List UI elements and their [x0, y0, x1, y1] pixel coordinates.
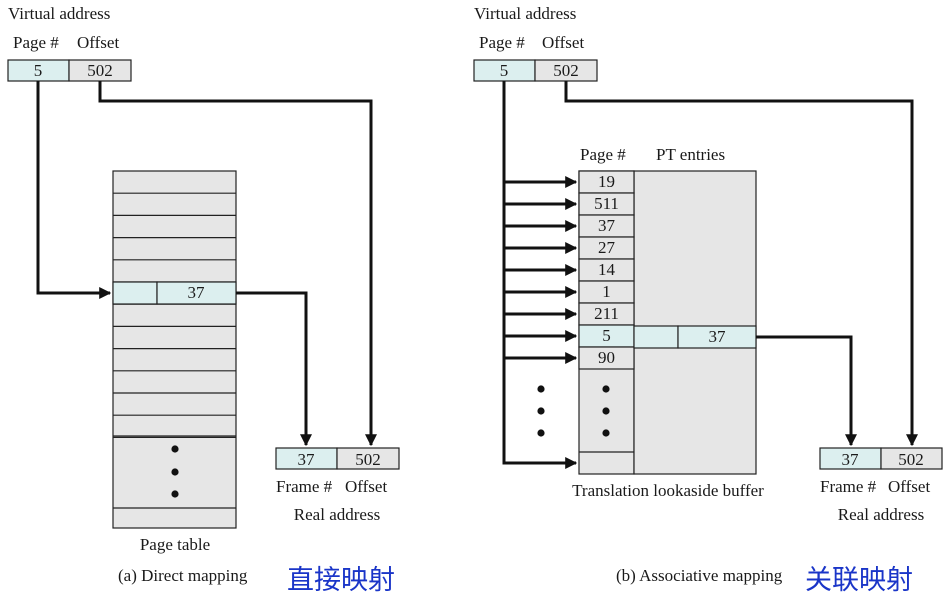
assoc-page-header: Page #: [479, 33, 525, 52]
tlb-compare-arrows: [504, 176, 578, 364]
tlb-rows: 19 511 37 27 14 1 211 5 90: [578, 170, 635, 370]
tlb-page-value: 1: [602, 282, 611, 301]
tlb-label: Translation lookaside buffer: [572, 481, 764, 500]
tlb-page-value: 211: [594, 304, 619, 323]
assoc-caption: (b) Associative mapping: [616, 566, 783, 585]
assoc-virtual-address-register: 5 502: [473, 59, 598, 82]
direct-real-address-label: Real address: [294, 505, 380, 524]
assoc-virtual-address-label: Virtual address: [474, 4, 576, 23]
direct-real-frame-value: 37: [298, 450, 316, 469]
tlb-page-value: 37: [598, 216, 616, 235]
assoc-frame-label: Frame #: [820, 477, 877, 496]
direct-real-offset-label: Offset: [345, 477, 387, 496]
translation-lookaside-buffer: 19 511 37 27 14 1 211 5 90 37: [578, 170, 757, 475]
page-table-ellipsis-dot: [171, 490, 179, 498]
page-table-ellipsis-dot: [171, 468, 179, 476]
assoc-real-address-register: 37 502: [819, 447, 943, 470]
tlb-entries-column: [633, 170, 757, 475]
tlb-ellipsis-dot: [602, 385, 610, 393]
tlb-matched-frame-value: 37: [709, 327, 727, 346]
assoc-offset-arrow: [564, 81, 918, 447]
arrow-ellipsis-dot: [537, 429, 545, 437]
assoc-real-offset-field: [880, 447, 943, 470]
assoc-cjk-caption: 关联映射: [805, 565, 913, 596]
tlb-page-value: 27: [598, 238, 616, 257]
arrow-ellipsis-dot: [537, 385, 545, 393]
direct-virtual-address-label: Virtual address: [8, 4, 110, 23]
assoc-real-address-label: Real address: [838, 505, 924, 524]
tlb-page-value: 90: [598, 348, 615, 367]
assoc-offset-header: Offset: [542, 33, 584, 52]
associative-mapping-panel: Virtual address Page # Offset 5 502 Page…: [473, 4, 943, 596]
page-table-label: Page table: [140, 535, 210, 554]
page-table-row-dividers: [113, 192, 236, 509]
direct-offset-value: 502: [87, 61, 113, 80]
assoc-page-number-arrow: [502, 81, 578, 469]
direct-real-offset-field: [336, 447, 400, 470]
page-table-entry-flags: [112, 281, 158, 305]
direct-real-address-register: 37 502: [275, 447, 400, 470]
direct-mapping-panel: Virtual address Page # Offset 5 502 37 P…: [7, 4, 400, 596]
direct-frame-label: Frame #: [276, 477, 333, 496]
direct-offset-arrow: [98, 81, 377, 447]
assoc-frame-arrow: [756, 335, 857, 447]
tlb-page-value: 19: [598, 172, 615, 191]
tlb-page-value: 511: [594, 194, 619, 213]
tlb-page-value: 14: [598, 260, 616, 279]
assoc-real-offset-label: Offset: [888, 477, 930, 496]
page-table: 37: [112, 170, 237, 529]
tlb-page-cell: [578, 346, 635, 370]
direct-offset-header: Offset: [77, 33, 119, 52]
direct-real-offset-value: 502: [355, 450, 381, 469]
direct-page-value: 5: [34, 61, 43, 80]
assoc-real-frame-value: 37: [842, 450, 860, 469]
assoc-real-offset-value: 502: [898, 450, 924, 469]
tlb-ellipsis-dot: [602, 429, 610, 437]
direct-cjk-caption: 直接映射: [287, 565, 395, 596]
arrow-ellipsis-dot: [537, 407, 545, 415]
direct-page-header: Page #: [13, 33, 59, 52]
direct-caption: (a) Direct mapping: [118, 566, 248, 585]
direct-frame-arrow: [236, 291, 312, 447]
direct-page-number-arrow: [36, 81, 112, 299]
tlb-ellipsis-dot: [602, 407, 610, 415]
page-table-entry-frame-value: 37: [188, 283, 206, 302]
assoc-page-value: 5: [500, 61, 509, 80]
assoc-offset-value: 502: [553, 61, 579, 80]
tlb-entries-header: PT entries: [656, 145, 725, 164]
tlb-page-header: Page #: [580, 145, 626, 164]
tlb-page-value: 5: [602, 326, 611, 345]
page-table-ellipsis-dot: [171, 445, 179, 453]
tlb-matched-flags: [633, 325, 679, 349]
direct-virtual-address-register: 5 502: [7, 59, 132, 82]
